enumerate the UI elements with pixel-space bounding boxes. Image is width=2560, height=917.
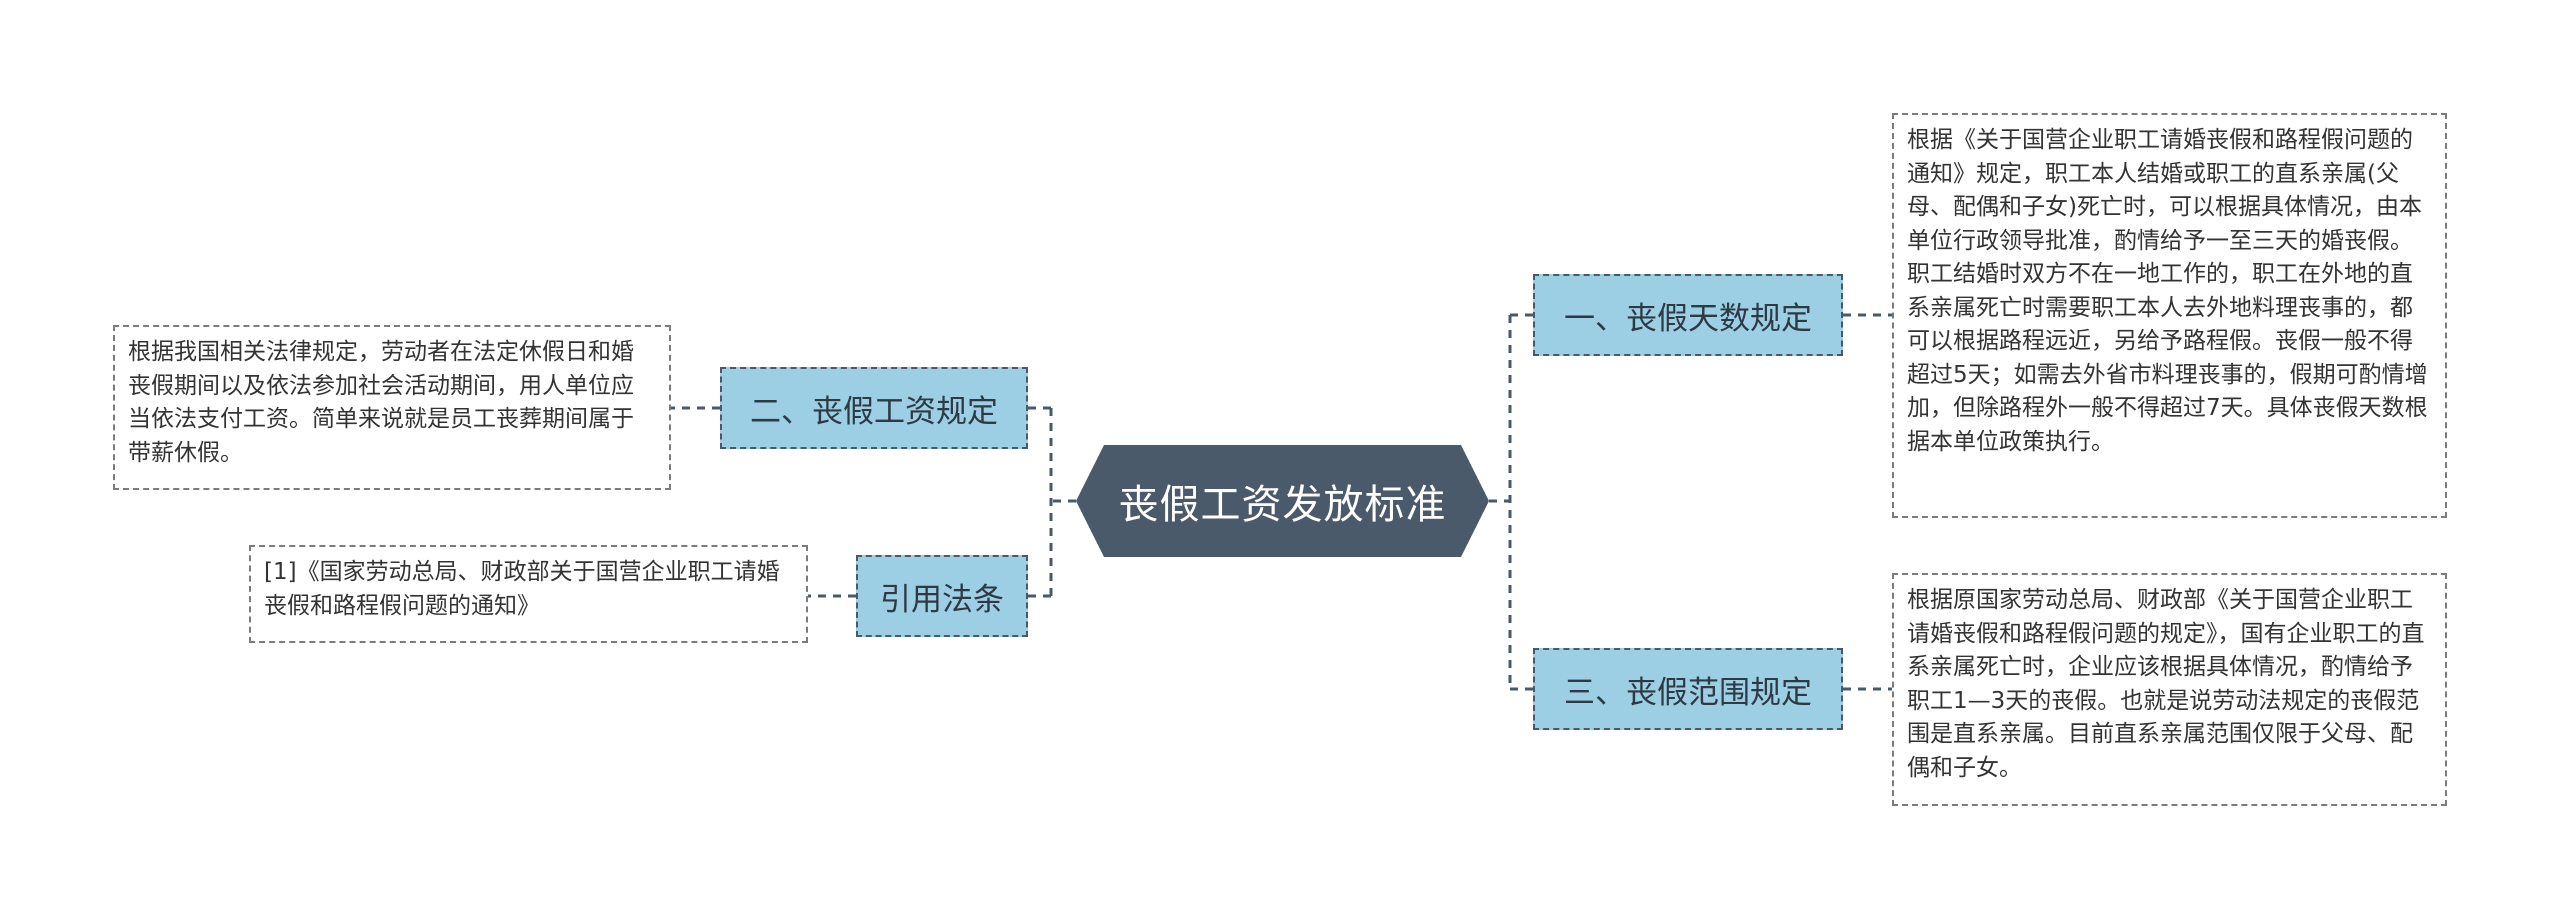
- leaf-scope-detail: 根据原国家劳动总局、财政部《关于国营企业职工请婚丧假和路程假问题的规定》，国有企…: [1892, 573, 2447, 806]
- leaf-scope-text: 根据原国家劳动总局、财政部《关于国营企业职工请婚丧假和路程假问题的规定》，国有企…: [1907, 587, 2425, 781]
- root-title: 丧假工资发放标准: [1118, 482, 1447, 528]
- branch-scope[interactable]: 三、丧假范围规定: [1533, 648, 1843, 730]
- branch-ref-label: 引用法条: [880, 581, 1004, 618]
- leaf-wage-text: 根据我国相关法律规定，劳动者在法定休假日和婚丧假期间以及依法参加社会活动期间，用…: [128, 339, 634, 466]
- leaf-days-text: 根据《关于国营企业职工请婚丧假和路程假问题的通知》规定，职工本人结婚或职工的直系…: [1907, 127, 2428, 455]
- branch-wage-label: 二、丧假工资规定: [750, 393, 998, 430]
- leaf-ref-text: [1]《国家劳动总局、财政部关于国营企业职工请婚丧假和路程假问题的通知》: [264, 559, 780, 619]
- branch-wage[interactable]: 二、丧假工资规定: [720, 367, 1028, 449]
- leaf-ref-detail: [1]《国家劳动总局、财政部关于国营企业职工请婚丧假和路程假问题的通知》: [249, 545, 808, 643]
- branch-days-label: 一、丧假天数规定: [1564, 300, 1812, 337]
- leaf-wage-detail: 根据我国相关法律规定，劳动者在法定休假日和婚丧假期间以及依法参加社会活动期间，用…: [113, 325, 671, 490]
- branch-days[interactable]: 一、丧假天数规定: [1533, 274, 1843, 356]
- branch-scope-label: 三、丧假范围规定: [1564, 674, 1812, 711]
- root-node[interactable]: 丧假工资发放标准: [1076, 445, 1489, 557]
- branch-ref[interactable]: 引用法条: [856, 555, 1028, 637]
- root-hexagon-shape: [1076, 445, 1489, 557]
- leaf-days-detail: 根据《关于国营企业职工请婚丧假和路程假问题的通知》规定，职工本人结婚或职工的直系…: [1892, 113, 2447, 518]
